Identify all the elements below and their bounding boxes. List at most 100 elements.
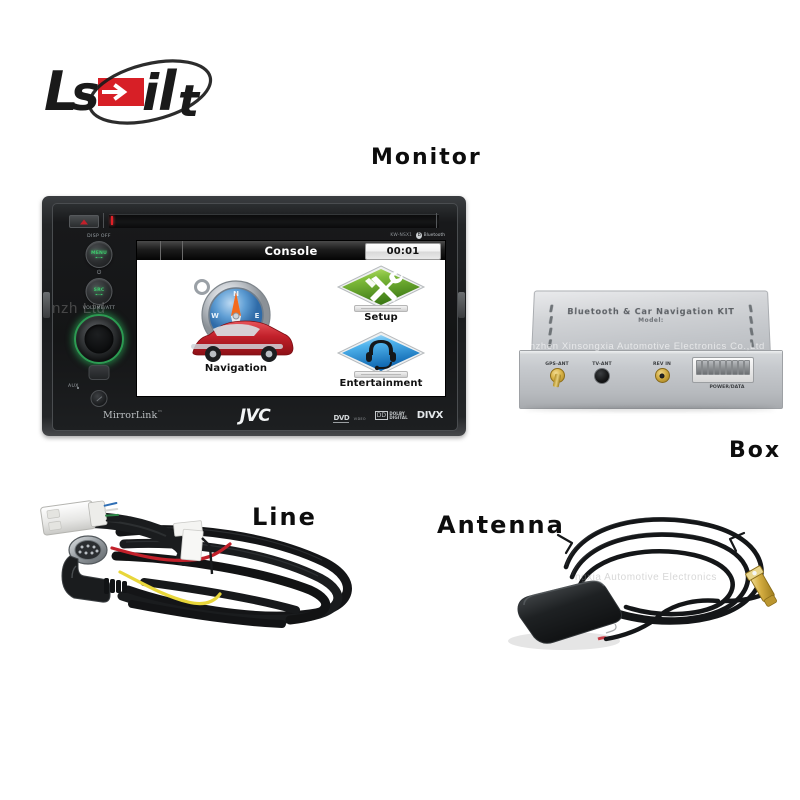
brand-bar: MirrorLink™ JVC DVD VIDEO DD DOLBY DIGIT…	[53, 401, 457, 430]
format-logos: DVD VIDEO DD DOLBY DIGITAL DIVX	[333, 407, 443, 425]
reset-button[interactable]	[88, 365, 110, 380]
mirrorlink-logo: MirrorLink™	[103, 410, 162, 421]
disp-off-label: DISP OFF	[87, 234, 111, 239]
dolby-text: DOLBY DIGITAL	[389, 410, 408, 420]
touchscreen[interactable]: Console 00:01	[136, 240, 446, 397]
mirrorlink-tm: ™	[157, 409, 163, 416]
nav-icon-setup[interactable]: Setup	[333, 264, 429, 323]
menu-button-dots-icon	[95, 256, 103, 259]
bluetooth-icon: B	[416, 232, 423, 239]
src-button-dots-icon	[95, 293, 103, 296]
bluetooth-badge: B Bluetooth	[416, 232, 445, 239]
setup-diamond-wrap	[333, 264, 429, 312]
volume-knob[interactable]	[74, 314, 124, 364]
bezel-divider	[103, 213, 104, 228]
connector-pin	[732, 360, 738, 375]
screen-title: Console	[264, 243, 318, 258]
rev-in-port[interactable]: REV IN	[642, 362, 682, 383]
diamond-tools-icon	[336, 265, 426, 309]
sma-stem-icon	[552, 373, 562, 388]
eject-button[interactable]	[69, 215, 99, 228]
gps-ant-port[interactable]: GPS-ANT	[536, 362, 578, 388]
connector-pin	[726, 360, 732, 375]
nav-icon-entertainment[interactable]: Entertainment	[333, 330, 429, 389]
eject-icon	[80, 219, 88, 224]
disc-slot	[109, 214, 439, 228]
lsailt-logo-svg: L s i l t	[44, 59, 213, 127]
rev-in-label: REV IN	[653, 362, 671, 367]
box-model-label: Model:	[638, 317, 664, 324]
label-line: Line	[252, 503, 317, 531]
vent-slot	[749, 327, 754, 336]
tv-ant-label: TV-ANT	[592, 362, 612, 367]
jvc-logo: JVC	[239, 405, 271, 426]
box-front-panel: GPS-ANT TV-ANT REV IN	[519, 350, 783, 409]
power-led-indicator	[111, 216, 113, 225]
power-symbol-icon: ⏻	[96, 270, 102, 276]
model-badge-row: KW-NSX1 B Bluetooth	[390, 232, 445, 239]
monitor-faceplate: KW-NSX1 B Bluetooth DISP OFF MENU ⏻ SRC	[52, 203, 458, 431]
connector-pin	[696, 360, 702, 375]
wiring-harness	[24, 486, 380, 656]
box-top-surface: Bluetooth & Car Navigation KIT Model:	[531, 290, 771, 356]
clock-display: 00:01	[365, 243, 441, 260]
box-title: Bluetooth & Car Navigation KIT	[567, 306, 735, 317]
connector-pin	[714, 360, 720, 375]
tv-ant-jack-icon	[594, 368, 610, 384]
src-button-label: SRC	[93, 287, 105, 293]
svg-text:i: i	[142, 64, 160, 122]
setup-label: Setup	[364, 312, 398, 323]
dvd-video-logo: DVD VIDEO	[333, 407, 365, 425]
mirrorlink-text: MirrorLink	[103, 410, 158, 422]
connector-pin	[708, 360, 714, 375]
dolby-mark-text: DD	[376, 411, 386, 419]
bluetooth-label: Bluetooth	[423, 233, 445, 238]
setup-icon-base	[354, 305, 408, 312]
model-number: KW-NSX1	[390, 233, 413, 238]
vent-slot	[548, 327, 553, 336]
dolby-line1: DOLBY	[389, 410, 405, 416]
screen-content: N S E W	[137, 260, 445, 396]
connector-pin	[738, 360, 744, 375]
entertainment-diamond-wrap	[333, 330, 429, 378]
label-antenna: Antenna	[437, 511, 565, 539]
vent-slot	[749, 339, 755, 348]
monitor-head-unit: KW-NSX1 B Bluetooth DISP OFF MENU ⏻ SRC	[42, 196, 466, 436]
power-data-label: POWER/DATA	[709, 385, 745, 390]
src-button[interactable]: SRC	[85, 278, 113, 305]
menu-button[interactable]: MENU	[85, 241, 113, 268]
dvd-logo-line1: DVD	[333, 413, 350, 423]
svg-text:L: L	[44, 60, 78, 123]
diamond-headset-icon	[336, 331, 426, 375]
dvd-logo-line2: VIDEO	[353, 416, 366, 421]
label-monitor: Monitor	[371, 145, 482, 170]
vent-slot	[547, 339, 553, 348]
tv-ant-port[interactable]: TV-ANT	[582, 362, 622, 384]
clock-value: 00:01	[386, 246, 420, 257]
gps-antenna-svg	[508, 517, 777, 650]
power-data-port[interactable]: POWER/DATA	[692, 357, 762, 390]
svg-text:l: l	[158, 60, 178, 123]
bezel-tab-right	[458, 292, 465, 318]
entertainment-label: Entertainment	[339, 378, 423, 389]
microphone-dot-icon	[77, 387, 80, 390]
gps-ant-label: GPS-ANT	[545, 362, 569, 367]
compass-car-svg: N S E W	[191, 279, 294, 362]
dolby-double-d-icon: DD	[374, 411, 388, 420]
compass-car-icon: N S E W	[177, 270, 295, 363]
aux-input-jack[interactable]	[90, 390, 108, 407]
nav-icon-navigation[interactable]: N S E W	[177, 270, 295, 374]
wiring-harness-svg	[40, 500, 352, 628]
box-drop-shadow	[525, 407, 775, 411]
screen-title-bar: Console 00:01	[137, 241, 445, 260]
dolby-line2: DIGITAL	[389, 414, 408, 420]
navigation-label: Navigation	[204, 363, 268, 374]
navigation-box-unit: Bluetooth & Car Navigation KIT Model: GP…	[519, 288, 783, 412]
svg-text:W: W	[211, 312, 219, 320]
connector-pin	[744, 360, 750, 375]
bezel-tab-left	[43, 292, 50, 318]
entertainment-icon-base	[354, 371, 408, 378]
power-data-connector-icon	[692, 357, 754, 383]
title-bar-divider-2	[182, 241, 183, 260]
